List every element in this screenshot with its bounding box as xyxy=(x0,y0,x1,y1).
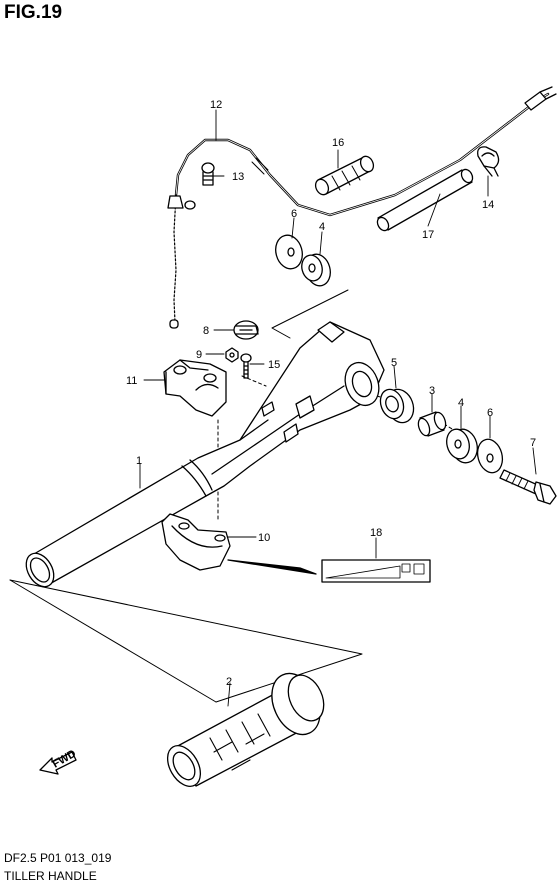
callout-12: 12 xyxy=(210,99,222,111)
callout-4-top: 4 xyxy=(319,221,325,233)
callout-5: 5 xyxy=(391,357,397,369)
reference-lines xyxy=(9,289,471,703)
fwd-label: FWD xyxy=(51,748,79,771)
washer-6-right xyxy=(476,438,504,474)
washer-4-right xyxy=(446,428,478,464)
cable-clamp-14 xyxy=(477,146,500,177)
callout-18: 18 xyxy=(370,527,382,539)
callout-16: 16 xyxy=(332,137,344,149)
bolt-7 xyxy=(499,469,557,505)
throttle-cable xyxy=(167,86,557,329)
callout-1: 1 xyxy=(136,455,142,467)
callout-13: 13 xyxy=(232,171,244,183)
screw-15 xyxy=(240,353,252,379)
nut-9 xyxy=(225,347,239,363)
callout-14: 14 xyxy=(482,199,494,211)
figure-code: DF2.5 P01 013_019 xyxy=(4,851,112,865)
callout-6-top: 6 xyxy=(291,208,297,220)
cable-grommet-16 xyxy=(314,155,375,196)
lower-bracket-10 xyxy=(161,513,231,571)
callout-7: 7 xyxy=(530,437,536,449)
callout-9: 9 xyxy=(196,349,202,361)
upper-bracket-11 xyxy=(163,359,227,417)
throttle-grip-2 xyxy=(166,672,325,787)
leader-lines xyxy=(139,109,537,707)
fwd-arrow-icon: FWD xyxy=(39,748,79,775)
tiller-handle-arm-1 xyxy=(25,321,385,588)
callout-numbers: 12 13 16 14 17 6 4 8 9 15 11 5 3 4 6 7 1… xyxy=(126,99,536,688)
callout-3: 3 xyxy=(429,385,435,397)
callout-6-right: 6 xyxy=(487,407,493,419)
figure-title: FIG.19 xyxy=(4,2,63,23)
callout-11: 11 xyxy=(126,375,137,387)
washer-4-top xyxy=(301,253,331,287)
washer-6-top xyxy=(275,234,303,270)
tube-17 xyxy=(376,168,474,232)
stop-switch-cap-8 xyxy=(233,320,259,340)
callout-17: 17 xyxy=(422,229,434,241)
bushing-5 xyxy=(379,388,415,424)
callout-10: 10 xyxy=(258,532,270,544)
callout-4-right: 4 xyxy=(458,397,464,409)
collar-3 xyxy=(417,411,447,437)
callout-8: 8 xyxy=(203,325,209,337)
callout-2: 2 xyxy=(226,676,232,688)
callout-15: 15 xyxy=(268,359,280,371)
screw-13 xyxy=(201,162,215,186)
figure-name: TILLER HANDLE xyxy=(4,869,97,883)
caution-label-18 xyxy=(227,559,431,583)
